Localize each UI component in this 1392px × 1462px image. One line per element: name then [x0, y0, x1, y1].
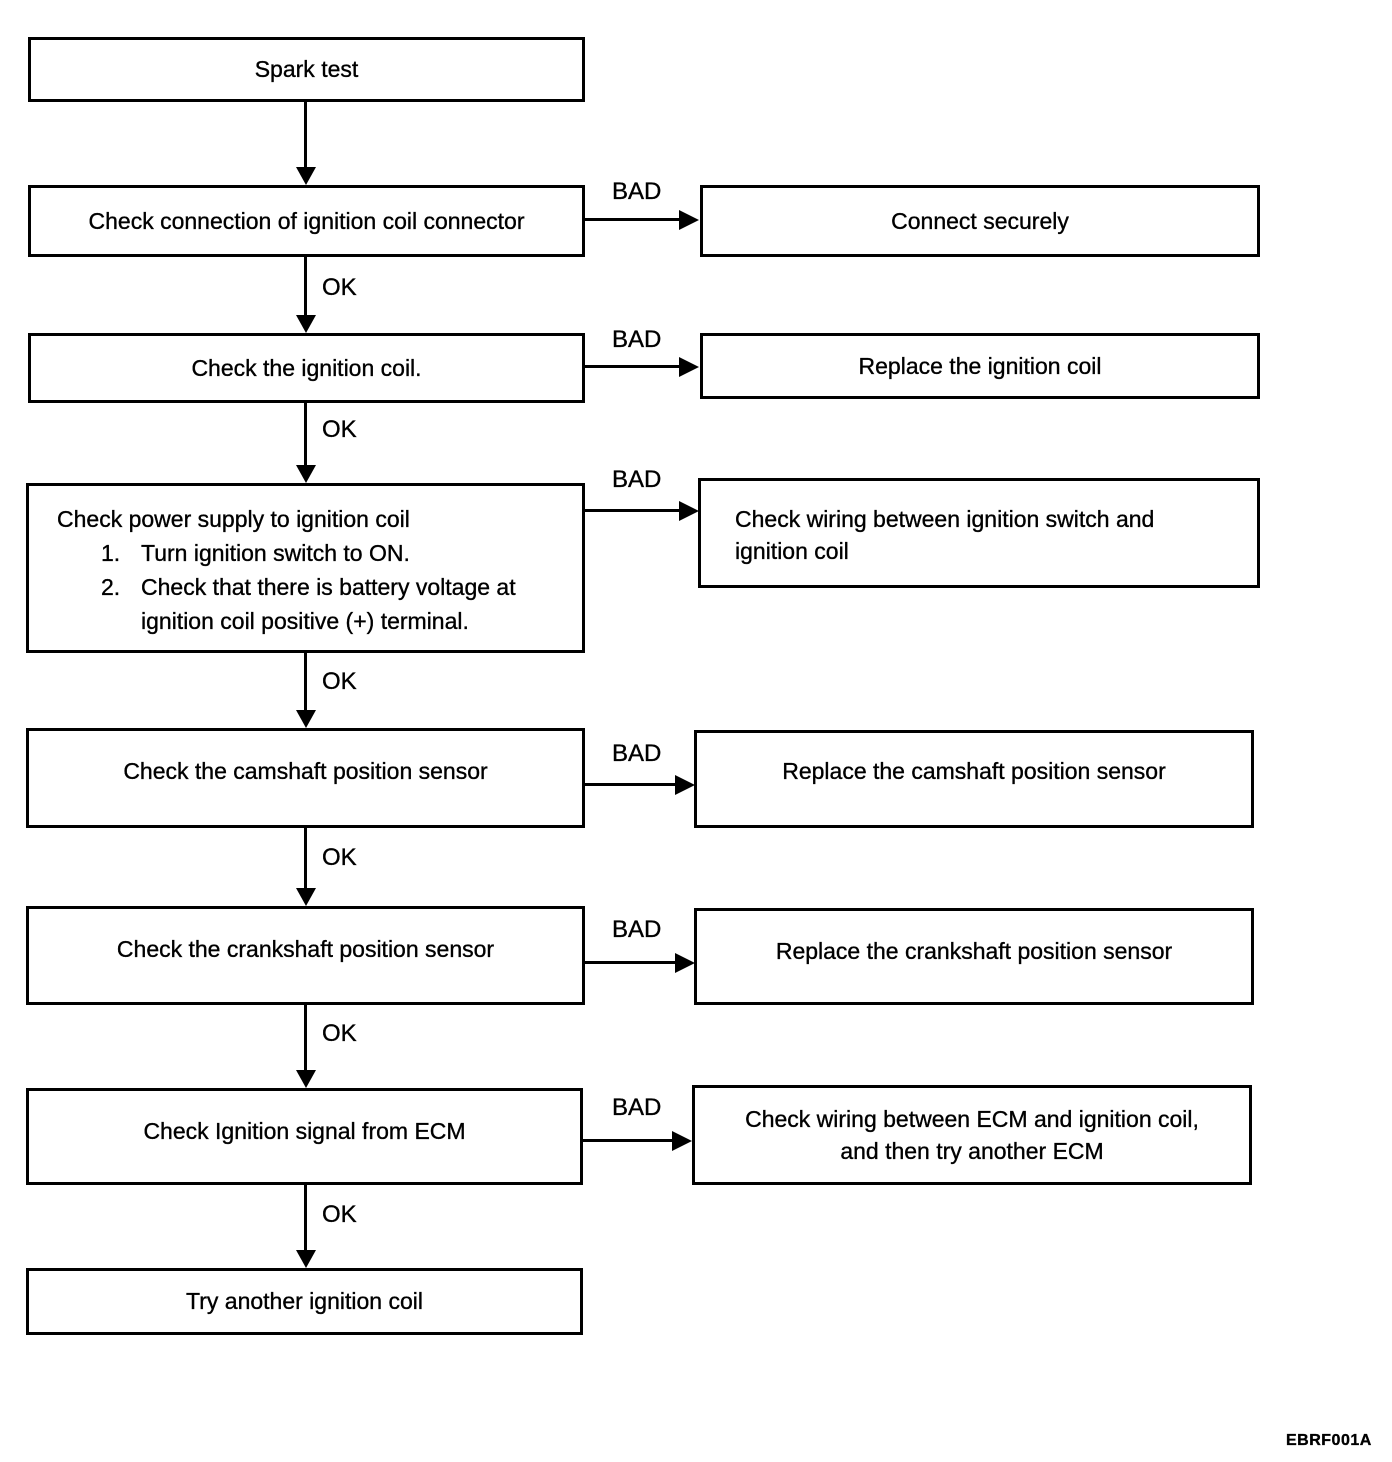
box-check-crankshaft-sensor-label: Check the crankshaft position sensor — [116, 936, 495, 962]
box-replace-camshaft-sensor-label: Replace the camshaft position sensor — [782, 758, 1166, 784]
arrow-bad-1-head — [679, 210, 699, 230]
box-replace-ignition-coil-label: Replace the ignition coil — [858, 352, 1102, 379]
box-connect-securely: Connect securely — [700, 185, 1260, 257]
box-check-ignition-signal-ecm-label: Check Ignition signal from ECM — [143, 1118, 466, 1144]
box-check-connection: Check connection of ignition coil connec… — [28, 185, 585, 257]
arrow-down-3-line — [304, 403, 307, 467]
arrow-bad-3-head — [679, 501, 699, 521]
box-check-camshaft-sensor-label: Check the camshaft position sensor — [123, 758, 488, 784]
ok-label-2: OK — [322, 416, 357, 443]
arrow-down-5-line — [304, 828, 307, 890]
box-replace-camshaft-sensor: Replace the camshaft position sensor — [694, 730, 1254, 828]
ok-label-1: OK — [322, 274, 357, 301]
arrow-down-3-head — [296, 465, 316, 483]
power-supply-step-2: 2. Check that there is battery voltage a… — [101, 570, 566, 638]
power-supply-title: Check power supply to ignition coil — [57, 506, 410, 532]
box-check-power-supply: Check power supply to ignition coil 1. T… — [26, 483, 585, 653]
box-check-wiring-ignition-switch: Check wiring between ignition switch and… — [698, 478, 1260, 588]
bad-label-2: BAD — [612, 326, 662, 353]
power-supply-step-1-text: Turn ignition switch to ON. — [141, 540, 410, 566]
box-connect-securely-label: Connect securely — [891, 207, 1069, 234]
bad-label-4: BAD — [612, 740, 662, 767]
arrow-down-5-head — [296, 888, 316, 906]
arrow-bad-5-line — [585, 961, 676, 964]
arrow-bad-5-head — [675, 953, 695, 973]
arrow-bad-1-line — [585, 218, 680, 221]
arrow-down-4-line — [304, 653, 307, 712]
arrow-bad-6-line — [583, 1139, 673, 1142]
box-replace-crankshaft-sensor-label: Replace the crankshaft position sensor — [775, 938, 1173, 964]
box-check-wiring-ecm-label: Check wiring between ECM and ignition co… — [745, 1105, 1199, 1165]
box-check-camshaft-sensor: Check the camshaft position sensor — [26, 728, 585, 828]
arrow-down-2-head — [296, 315, 316, 333]
box-try-another-ignition-coil: Try another ignition coil — [26, 1268, 583, 1335]
arrow-bad-2-head — [679, 357, 699, 377]
power-supply-step-1: 1. Turn ignition switch to ON. — [101, 536, 566, 570]
box-check-wiring-ignition-switch-label: Check wiring between ignition switch and… — [735, 506, 1155, 565]
power-supply-step-2-number: 2. — [101, 574, 121, 600]
ok-label-6: OK — [322, 1201, 357, 1228]
ok-label-3: OK — [322, 668, 357, 695]
power-supply-step-1-number: 1. — [101, 540, 121, 566]
box-check-ignition-signal-ecm: Check Ignition signal from ECM — [26, 1088, 583, 1185]
arrow-down-2-line — [304, 257, 307, 317]
arrow-down-7-line — [304, 1185, 307, 1252]
box-check-crankshaft-sensor: Check the crankshaft position sensor — [26, 906, 585, 1005]
bad-label-6: BAD — [612, 1094, 662, 1121]
arrow-down-7-head — [296, 1250, 316, 1268]
box-check-ignition-coil: Check the ignition coil. — [28, 333, 585, 403]
box-replace-ignition-coil: Replace the ignition coil — [700, 333, 1260, 399]
box-spark-test: Spark test — [28, 37, 585, 102]
box-replace-crankshaft-sensor: Replace the crankshaft position sensor — [694, 908, 1254, 1005]
power-supply-step-2-text: Check that there is battery voltage at i… — [141, 574, 516, 634]
bad-label-1: BAD — [612, 178, 662, 205]
arrow-down-6-head — [296, 1070, 316, 1088]
arrow-bad-6-head — [672, 1131, 692, 1151]
box-spark-test-label: Spark test — [254, 56, 359, 83]
box-check-ignition-coil-label: Check the ignition coil. — [191, 354, 422, 381]
arrow-down-1-line — [304, 102, 307, 169]
arrow-down-4-head — [296, 710, 316, 728]
figure-code: EBRF001A — [1286, 1432, 1372, 1449]
bad-label-5: BAD — [612, 916, 662, 943]
arrow-bad-4-head — [675, 775, 695, 795]
arrow-bad-4-line — [585, 783, 676, 786]
box-try-another-ignition-coil-label: Try another ignition coil — [186, 1288, 423, 1315]
box-check-wiring-ecm: Check wiring between ECM and ignition co… — [692, 1085, 1252, 1185]
arrow-bad-2-line — [585, 365, 680, 368]
ok-label-5: OK — [322, 1020, 357, 1047]
bad-label-3: BAD — [612, 466, 662, 493]
arrow-down-6-line — [304, 1005, 307, 1072]
arrow-bad-3-line — [585, 509, 680, 512]
box-check-connection-label: Check connection of ignition coil connec… — [88, 207, 525, 234]
arrow-down-1-head — [296, 167, 316, 185]
ok-label-4: OK — [322, 844, 357, 871]
